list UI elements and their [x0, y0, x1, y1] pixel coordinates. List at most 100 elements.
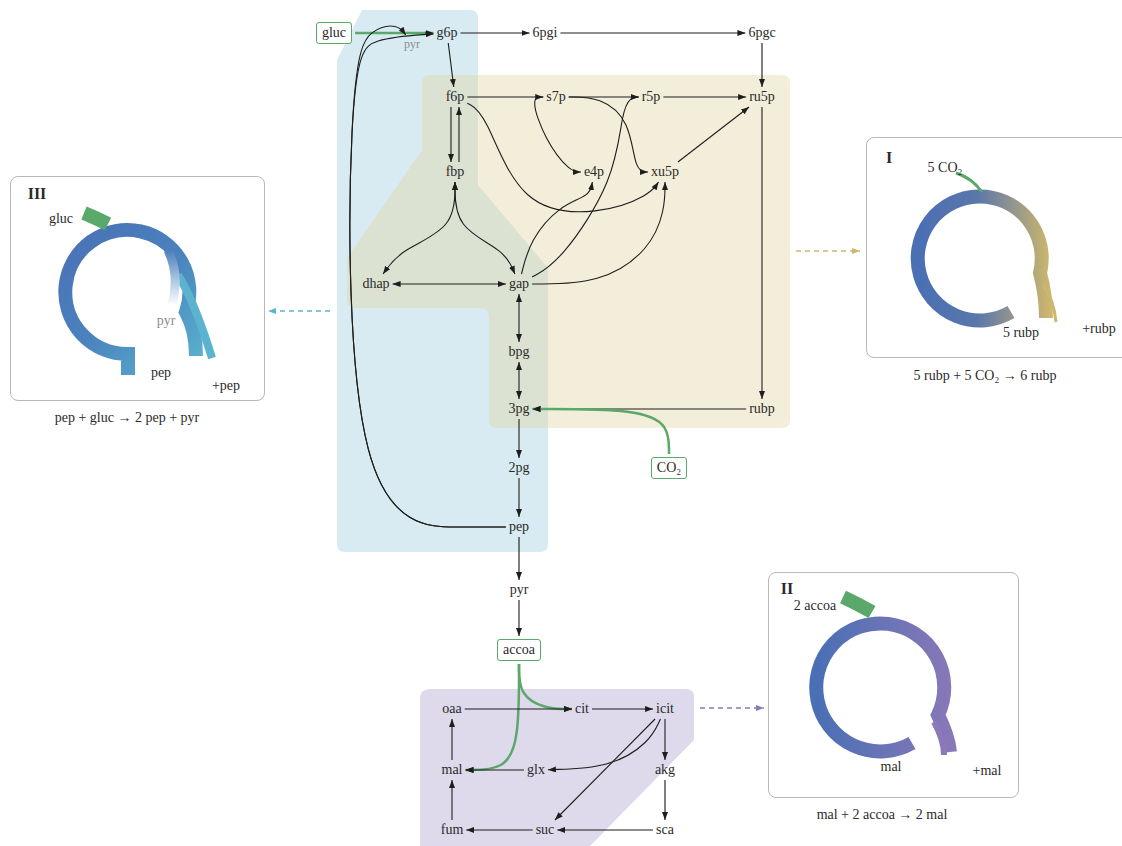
- reaction-arrow: [518, 600, 519, 636]
- cycle-branch: [178, 275, 212, 358]
- reaction-arrow: [678, 107, 749, 162]
- reaction-arrow: [533, 409, 670, 454]
- reaction-arrow: [761, 107, 762, 399]
- reaction-arrow: [466, 769, 525, 770]
- input-box: gluc: [316, 22, 352, 44]
- metabolite-name: r5p: [642, 90, 661, 104]
- metabolite-name: pyr: [510, 583, 529, 597]
- cycle-label: +rubp: [1082, 322, 1116, 336]
- reaction-arrow: [355, 32, 433, 35]
- reaction-arrow: [466, 829, 532, 830]
- cycle-inset: IIIglucpyrpep+pep: [10, 176, 265, 401]
- metabolite: oaa: [442, 702, 461, 716]
- reaction-arrow: [461, 32, 530, 33]
- metabolite-name: CO₂: [657, 461, 681, 475]
- inset-caption: pep + gluc → 2 pep + pyr: [55, 410, 199, 426]
- metabolite: 3pg: [509, 402, 530, 416]
- reaction-arrow: [455, 182, 515, 274]
- metabolite: 6pgi: [533, 26, 558, 40]
- metabolite: r5p: [642, 90, 661, 104]
- metabolite-name: akg: [655, 763, 675, 777]
- cycle-inset: II2 accoamal+mal: [768, 572, 1019, 798]
- metabolite-name: 6pgi: [533, 26, 558, 40]
- input-box: CO₂: [651, 457, 687, 479]
- metabolite-name: sca: [656, 823, 674, 837]
- cycle-input: [843, 597, 872, 612]
- metabolite: pyr: [404, 38, 420, 50]
- metabolite-name: gluc: [322, 26, 346, 40]
- metabolite: fbp: [446, 165, 465, 179]
- reaction-arrow: [664, 719, 665, 760]
- metabolite: suc: [536, 823, 555, 837]
- reaction-arrow: [451, 719, 452, 760]
- reaction-arrow: [518, 419, 519, 458]
- metabolite-name: fbp: [446, 165, 465, 179]
- cycle-label: 2 accoa: [794, 599, 836, 613]
- metabolite-name: 2pg: [509, 461, 530, 475]
- metabolite: mal: [442, 763, 463, 777]
- reaction-arrow: [518, 362, 519, 399]
- metabolite: e4p: [584, 165, 604, 179]
- reaction-arrow: [467, 96, 543, 97]
- metabolite-name: ru5p: [749, 90, 775, 104]
- reaction-arrow: [535, 97, 581, 172]
- metabolite-name: gap: [509, 277, 529, 291]
- reaction-arrow: [519, 664, 572, 709]
- reaction-arrow: [569, 97, 648, 172]
- pathway-region: [347, 75, 790, 428]
- metabolite-name: xu5p: [651, 165, 679, 179]
- metabolite: cit: [575, 702, 589, 716]
- reaction-arrow: [350, 26, 506, 527]
- metabolite-name: icit: [656, 702, 674, 716]
- cycle-label: +mal: [973, 764, 1002, 778]
- cycle-input: [956, 173, 982, 192]
- inset-caption: 5 rubp + 5 CO₂ → 6 rubp: [913, 368, 1056, 384]
- metabolite: pep: [509, 520, 529, 534]
- reaction-arrow: [383, 182, 455, 274]
- reaction-arrow: [465, 708, 572, 709]
- metabolite-name: suc: [536, 823, 555, 837]
- reaction-arrow: [592, 708, 653, 709]
- reaction-arrow: [560, 32, 745, 33]
- metabolite: 6pgc: [748, 26, 775, 40]
- cycle-label: pep: [151, 366, 171, 380]
- metabolite-name: rubp: [749, 402, 775, 416]
- metabolite: dhap: [362, 277, 389, 291]
- reaction-arrow: [761, 43, 762, 87]
- reaction-arrow: [664, 780, 665, 820]
- metabolite-name: 6pgc: [748, 26, 775, 40]
- input-box: accoa: [497, 639, 541, 661]
- cycle-branch: [934, 722, 944, 755]
- metabolite: 2pg: [509, 461, 530, 475]
- inset-numeral: I: [886, 150, 892, 166]
- metabolite: bpg: [509, 345, 530, 359]
- reaction-arrow: [350, 34, 506, 527]
- metabolite: ru5p: [749, 90, 775, 104]
- cycle-input: [84, 213, 108, 224]
- cycle-label: 5 rubp: [1003, 326, 1039, 340]
- pathway-region: [420, 689, 694, 846]
- metabolite: icit: [656, 702, 674, 716]
- metabolite: fum: [441, 823, 464, 837]
- metabolite-name: bpg: [509, 345, 530, 359]
- metabolite-name: s7p: [546, 90, 565, 104]
- metabolite: xu5p: [651, 165, 679, 179]
- reaction-arrow: [466, 664, 519, 770]
- metabolite: gap: [509, 277, 529, 291]
- cycle-branch: [168, 250, 175, 305]
- metabolite-name: 3pg: [509, 402, 530, 416]
- metabolite-name: dhap: [362, 277, 389, 291]
- reaction-arrow: [518, 537, 519, 580]
- cycle-label: mal: [881, 760, 902, 774]
- metabolite: akg: [655, 763, 675, 777]
- metabolite: s7p: [546, 90, 565, 104]
- inset-caption: mal + 2 accoa → 2 mal: [817, 807, 948, 823]
- inset-pointer: [700, 707, 764, 709]
- metabolite-name: g6p: [437, 26, 458, 40]
- metabolite-name: oaa: [442, 702, 461, 716]
- inset-pointer: [796, 250, 860, 252]
- reaction-arrow: [663, 96, 746, 97]
- metabolite-name: pep: [509, 520, 529, 534]
- reaction-arrow: [557, 829, 653, 830]
- metabolite: glx: [527, 763, 545, 777]
